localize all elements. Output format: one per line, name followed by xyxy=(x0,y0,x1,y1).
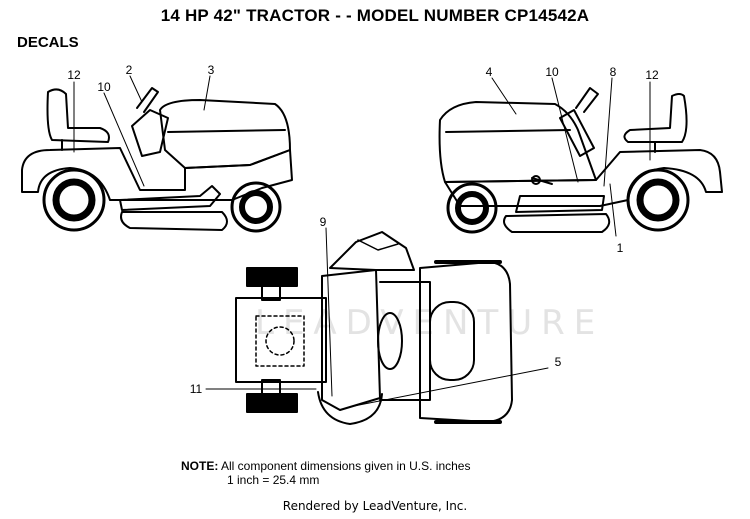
right-rear-wheel xyxy=(626,168,690,232)
left-steering-wheel xyxy=(136,87,159,113)
callout-12-right: 12 xyxy=(645,68,659,82)
left-front-hub xyxy=(239,190,273,224)
top-mid-ellipse xyxy=(377,312,403,370)
tractor-left-view xyxy=(21,87,293,233)
note-label: NOTE: xyxy=(181,459,219,473)
tractor-top-view xyxy=(235,231,513,425)
leader-10-left xyxy=(103,92,145,187)
leader-2-left xyxy=(129,75,143,103)
left-body xyxy=(21,147,293,201)
right-hood xyxy=(438,101,597,183)
callout-2-left: 2 xyxy=(126,63,133,77)
leader-4-right xyxy=(491,77,517,115)
bottom-leaders xyxy=(205,227,549,407)
right-leaders xyxy=(491,77,651,237)
left-leaders xyxy=(73,75,211,187)
left-seat xyxy=(46,88,110,143)
right-footrest xyxy=(515,195,605,213)
leader-8-right xyxy=(603,77,613,187)
left-footrest xyxy=(119,185,221,211)
right-steering-wheel xyxy=(575,87,599,113)
right-lift-lever xyxy=(531,177,553,185)
callout-10-left: 10 xyxy=(97,80,111,94)
left-rear-wheel xyxy=(42,168,106,232)
top-steering-detail xyxy=(357,239,399,251)
right-front-wheel xyxy=(446,182,498,234)
top-rear-deck xyxy=(235,297,327,383)
leader-9 xyxy=(325,227,333,397)
top-seat-curve xyxy=(317,391,383,425)
top-rear-wheel-lower xyxy=(246,393,298,413)
top-deck-circle xyxy=(265,326,295,356)
note-block: NOTE: All component dimensions given in … xyxy=(181,459,470,487)
top-rear-wheel-upper xyxy=(246,267,298,287)
callout-5: 5 xyxy=(555,355,562,369)
right-seat xyxy=(623,93,688,143)
top-steering-column xyxy=(329,231,415,271)
callout-4-right: 4 xyxy=(486,65,493,79)
left-front-wheel xyxy=(230,181,282,233)
tractor-right-view xyxy=(438,87,723,234)
left-hood-line xyxy=(167,129,286,133)
note-text-1: All component dimensions given in U.S. i… xyxy=(221,459,471,473)
right-hood-line xyxy=(445,129,571,133)
left-mower-deck xyxy=(120,211,228,231)
top-fender xyxy=(321,269,381,411)
left-dash xyxy=(131,109,169,157)
note-line-1: NOTE: All component dimensions given in … xyxy=(181,459,470,473)
page-title: 14 HP 42" TRACTOR - - MODEL NUMBER CP145… xyxy=(160,6,590,25)
left-hood xyxy=(159,99,291,169)
top-axle-upper xyxy=(261,285,281,301)
right-rear-hub xyxy=(636,178,680,222)
top-hood-grille xyxy=(429,301,475,381)
callout-12-left: 12 xyxy=(67,68,81,82)
right-dash xyxy=(559,109,595,157)
right-lever-knob xyxy=(531,175,541,185)
right-mower-deck xyxy=(503,213,611,233)
leader-5 xyxy=(353,367,549,407)
leader-10-right xyxy=(551,77,579,183)
top-hood xyxy=(419,261,513,423)
note-text-2: 1 inch = 25.4 mm xyxy=(227,473,320,487)
callout-3-left: 3 xyxy=(208,63,215,77)
leader-3-left xyxy=(203,75,211,111)
watermark: LEADVENTURE xyxy=(255,303,605,343)
top-axle-lower xyxy=(261,379,281,395)
footer-credit: Rendered by LeadVenture, Inc. xyxy=(282,499,468,513)
top-deck-panel xyxy=(255,315,305,367)
leader-1-right xyxy=(609,183,617,237)
callout-11: 11 xyxy=(190,382,203,396)
top-mid-section xyxy=(379,281,431,401)
callout-labels: 12 10 2 3 4 10 8 12 1 9 11 5 xyxy=(67,63,659,396)
left-rear-hub xyxy=(52,178,96,222)
callout-8-right: 8 xyxy=(610,65,617,79)
right-front-hub xyxy=(455,191,489,225)
callout-9: 9 xyxy=(320,215,327,229)
callout-1-right: 1 xyxy=(617,241,624,255)
section-heading: DECALS xyxy=(17,34,79,51)
callout-10-right: 10 xyxy=(545,65,559,79)
